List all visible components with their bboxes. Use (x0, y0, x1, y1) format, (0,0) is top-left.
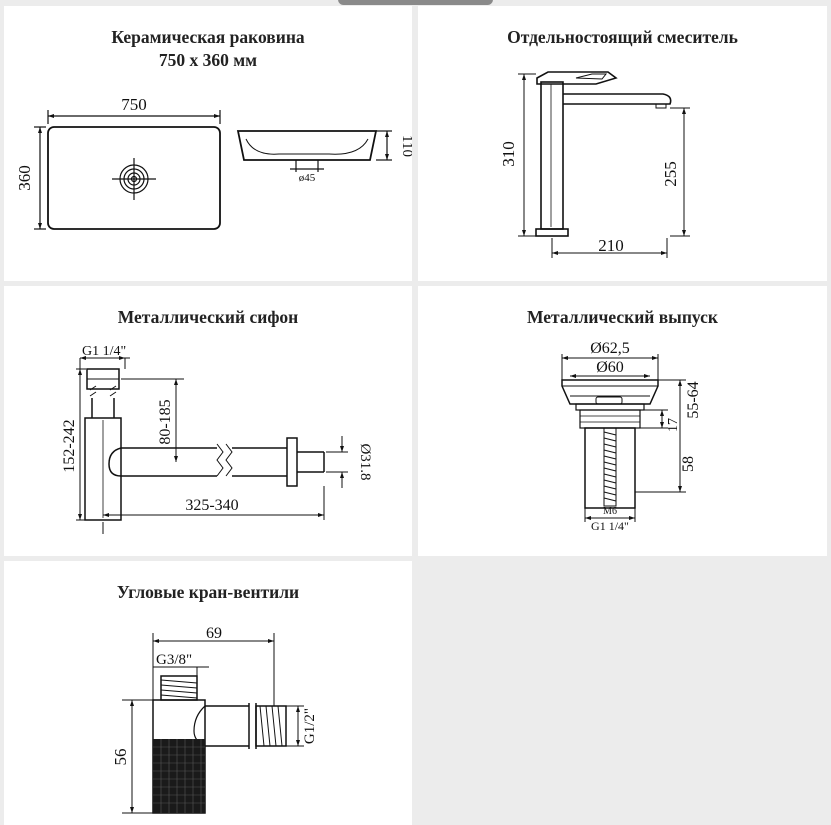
faucet-spout (563, 93, 672, 105)
siphon-flange (286, 437, 298, 487)
dim-reach: 210 (598, 236, 624, 255)
card-title: Отдельностоящий смеситель (507, 27, 738, 47)
dim-outlet: G1/2" (302, 708, 318, 744)
dim-height: 110 (399, 135, 412, 157)
siphon-body (84, 417, 122, 521)
faucet-handle (536, 71, 618, 85)
faucet-base (535, 228, 569, 237)
valve-handle (153, 739, 205, 813)
dim-thread: G1 1/4" (591, 519, 629, 533)
dim-spout-height: 255 (661, 161, 680, 187)
dim-height: 56 (111, 749, 130, 766)
siphon-elbow (108, 447, 122, 477)
card-title: Металлический сифон (117, 307, 299, 327)
dim-height: 152-242 (61, 419, 78, 472)
faucet-body (540, 81, 564, 230)
window-handle (338, 0, 493, 5)
faucet-drawing: 310 255 210 (499, 71, 690, 258)
dim-screw: M6 (603, 506, 617, 517)
valve-drawing: 69 G3/8" 56 G1/2" (111, 625, 318, 814)
drain-collar (579, 409, 641, 429)
dim-body: 58 (680, 456, 697, 472)
dim-inlet: G3/8" (156, 652, 192, 668)
card-angle-valve: Угловые кран-вентили (4, 561, 412, 825)
card-metal-drain: Металлический выпуск (418, 286, 827, 556)
dim-range: 55-64 (685, 381, 702, 418)
dim-height: 310 (499, 141, 518, 167)
sink-side-view (236, 130, 378, 161)
valve-outlet-thread (255, 705, 287, 747)
card-siphon: Металлический сифон (4, 286, 412, 556)
dim-width: 750 (121, 95, 147, 114)
dim-inner: Ø60 (596, 359, 624, 376)
dim-pipe: Ø31.8 (357, 443, 373, 480)
dim-length: 325-340 (185, 497, 238, 514)
card-faucet: Отдельностоящий смеситель (418, 6, 827, 281)
card-title: Угловые кран-вентили (116, 582, 300, 602)
card-title: Керамическая раковина 750 x 360 мм (111, 27, 305, 70)
siphon-drawing: G1 1/4" 152-242 80-185 325-340 Ø31.8 (61, 344, 373, 534)
drain-drawing: Ø62,5 Ø60 55-64 17 58 M6 G1 1/4" (561, 340, 702, 533)
card-ceramic-sink: Керамическая раковина 750 x 360 мм (4, 6, 412, 281)
drain-hole (112, 158, 156, 200)
dim-thread: G1 1/4" (82, 344, 126, 359)
dim-drain: ø45 (299, 172, 316, 184)
dim-offset: 80-185 (157, 399, 174, 444)
card-title: Металлический выпуск (527, 307, 718, 327)
dim-outer: Ø62,5 (590, 340, 630, 357)
sink-top-view (47, 126, 221, 230)
dim-cap: 17 (666, 418, 681, 432)
sink-drawing: 750 360 110 ø45 (15, 95, 412, 230)
dim-length: 69 (206, 625, 222, 642)
drain-cap (561, 379, 659, 405)
dim-depth: 360 (15, 165, 34, 191)
